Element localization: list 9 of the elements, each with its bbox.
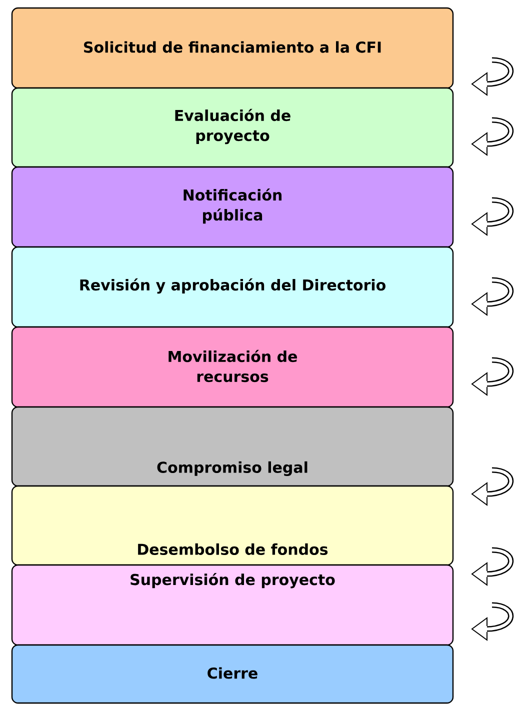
step-box: Supervisión de proyecto: [11, 564, 454, 646]
step-box: Revisión y aprobación del Directorio: [11, 246, 454, 328]
step-box: Solicitud de financiamiento a la CFI: [11, 7, 454, 89]
step-box: Evaluación de proyecto: [11, 87, 454, 168]
step-box: Desembolso de fondos: [11, 485, 454, 566]
step-box: Cierre: [11, 644, 454, 704]
step-box: Notificación pública: [11, 166, 454, 248]
step-box: Compromiso legal: [11, 406, 454, 487]
step-box: Movilización de recursos: [11, 326, 454, 408]
